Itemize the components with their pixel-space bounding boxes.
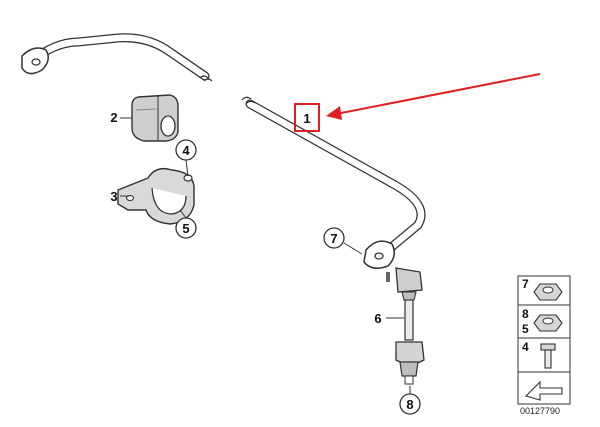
callout-7-label: 7 [330,231,337,246]
callout-6[interactable]: 6 [374,311,381,326]
bar-end-eye-right [363,240,395,269]
direction-arrow-icon [524,380,563,401]
leader-lines [120,117,411,394]
callout-6-label: 6 [374,311,381,326]
red-pointer-arrow [326,73,541,120]
legend-label-8: 8 [522,307,529,321]
small-parts-legend: 7 8 5 4 [517,275,571,405]
rubber-mounting-part [131,94,179,142]
bar-end-eye-left [21,47,49,75]
callout-2[interactable]: 2 [110,110,117,125]
flange-nut-icon [533,314,563,332]
stabilizer-bar-left [25,33,210,81]
callout-4-label: 4 [182,143,190,158]
legend-label-7: 7 [522,277,529,291]
legend-label-5: 5 [522,322,529,336]
callout-2-label: 2 [110,110,117,125]
stabilizer-link-part [386,267,425,385]
bracket-clamp-part [117,167,195,225]
callout-5[interactable]: 5 [175,217,197,239]
bolt-icon [540,343,556,369]
callout-8[interactable]: 8 [399,393,421,415]
callout-7[interactable]: 7 [323,227,345,249]
callout-8-label: 8 [406,397,413,412]
callout-3[interactable]: 3 [110,189,117,204]
callout-5-label: 5 [182,221,189,236]
callout-4[interactable]: 4 [175,139,197,161]
callout-1-label: 1 [303,111,310,126]
reference-number: 00127790 [520,406,560,416]
stabilizer-bar-right [245,99,426,255]
callout-3-label: 3 [110,189,117,204]
callout-1[interactable]: 1 [294,103,320,132]
bar-break-left [199,75,213,82]
flange-nut-icon [533,283,563,301]
highlight-box [294,103,320,132]
bar-break-right [241,96,256,105]
legend-label-4: 4 [522,340,529,354]
